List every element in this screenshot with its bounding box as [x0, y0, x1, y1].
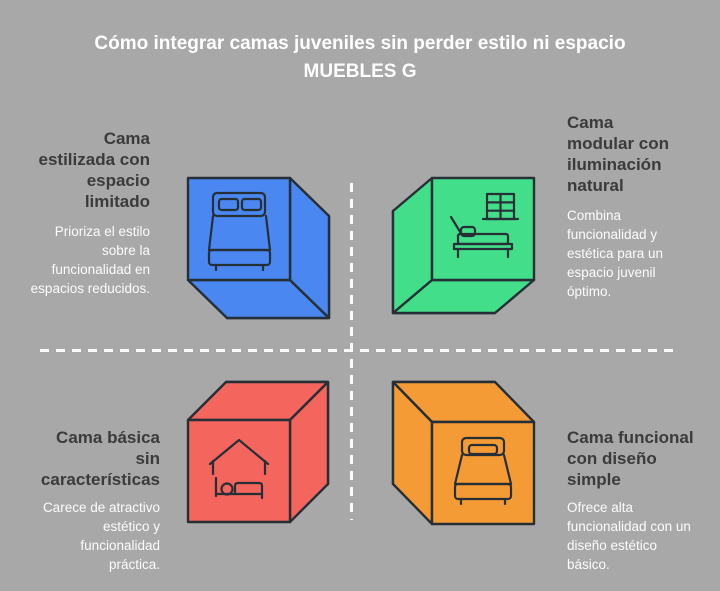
double-bed-top-view-icon	[186, 176, 331, 320]
quadrant-body: Ofrece alta funcionalidad con un diseño …	[567, 500, 691, 572]
quadrant-heading: Cama básica sin características	[40, 428, 160, 489]
page-title: Cómo integrar camas juveniles sin perder…	[94, 33, 626, 54]
quadrant-bottom-right-text: Cama funcional con diseño simple Ofrece …	[567, 427, 699, 574]
horizontal-dashed-divider	[40, 349, 678, 352]
single-bed-top-view-icon	[391, 380, 536, 526]
quadrant-heading: Cama modular con iluminación natural	[567, 113, 670, 195]
quadrant-body: Prioriza el estilo sobre la funcionalida…	[30, 224, 150, 296]
title-block: Cómo integrar camas juveniles sin perder…	[0, 30, 720, 86]
quadrant-bottom-left-text: Cama básica sin características Carece d…	[40, 427, 160, 574]
brand-title: MUEBLES G	[303, 61, 417, 82]
cube-front-face	[430, 176, 536, 282]
quadrant-heading: Cama funcional con diseño simple	[567, 428, 694, 489]
house-bed-line-art	[208, 438, 270, 500]
quadrant-top-left-text: Cama estilizada con espacio limitado Pri…	[30, 128, 150, 298]
quadrant-body: Carece de atractivo estético y funcional…	[42, 500, 160, 572]
vertical-dashed-divider	[350, 183, 353, 520]
double-bed-line-art	[207, 191, 272, 272]
bed-window-line-art	[449, 192, 520, 259]
quadrant-top-right-text: Cama modular con iluminación natural Com…	[567, 112, 685, 301]
single-bed-line-art	[453, 436, 513, 506]
quadrant-body: Combina funcionalidad y estética para un…	[567, 208, 664, 299]
quadrant-heading: Cama estilizada con espacio limitado	[38, 129, 150, 211]
cube-front-face	[186, 176, 292, 282]
house-with-bed-icon	[186, 380, 330, 524]
cube-front-face	[186, 418, 292, 524]
bed-with-window-icon	[391, 176, 536, 315]
